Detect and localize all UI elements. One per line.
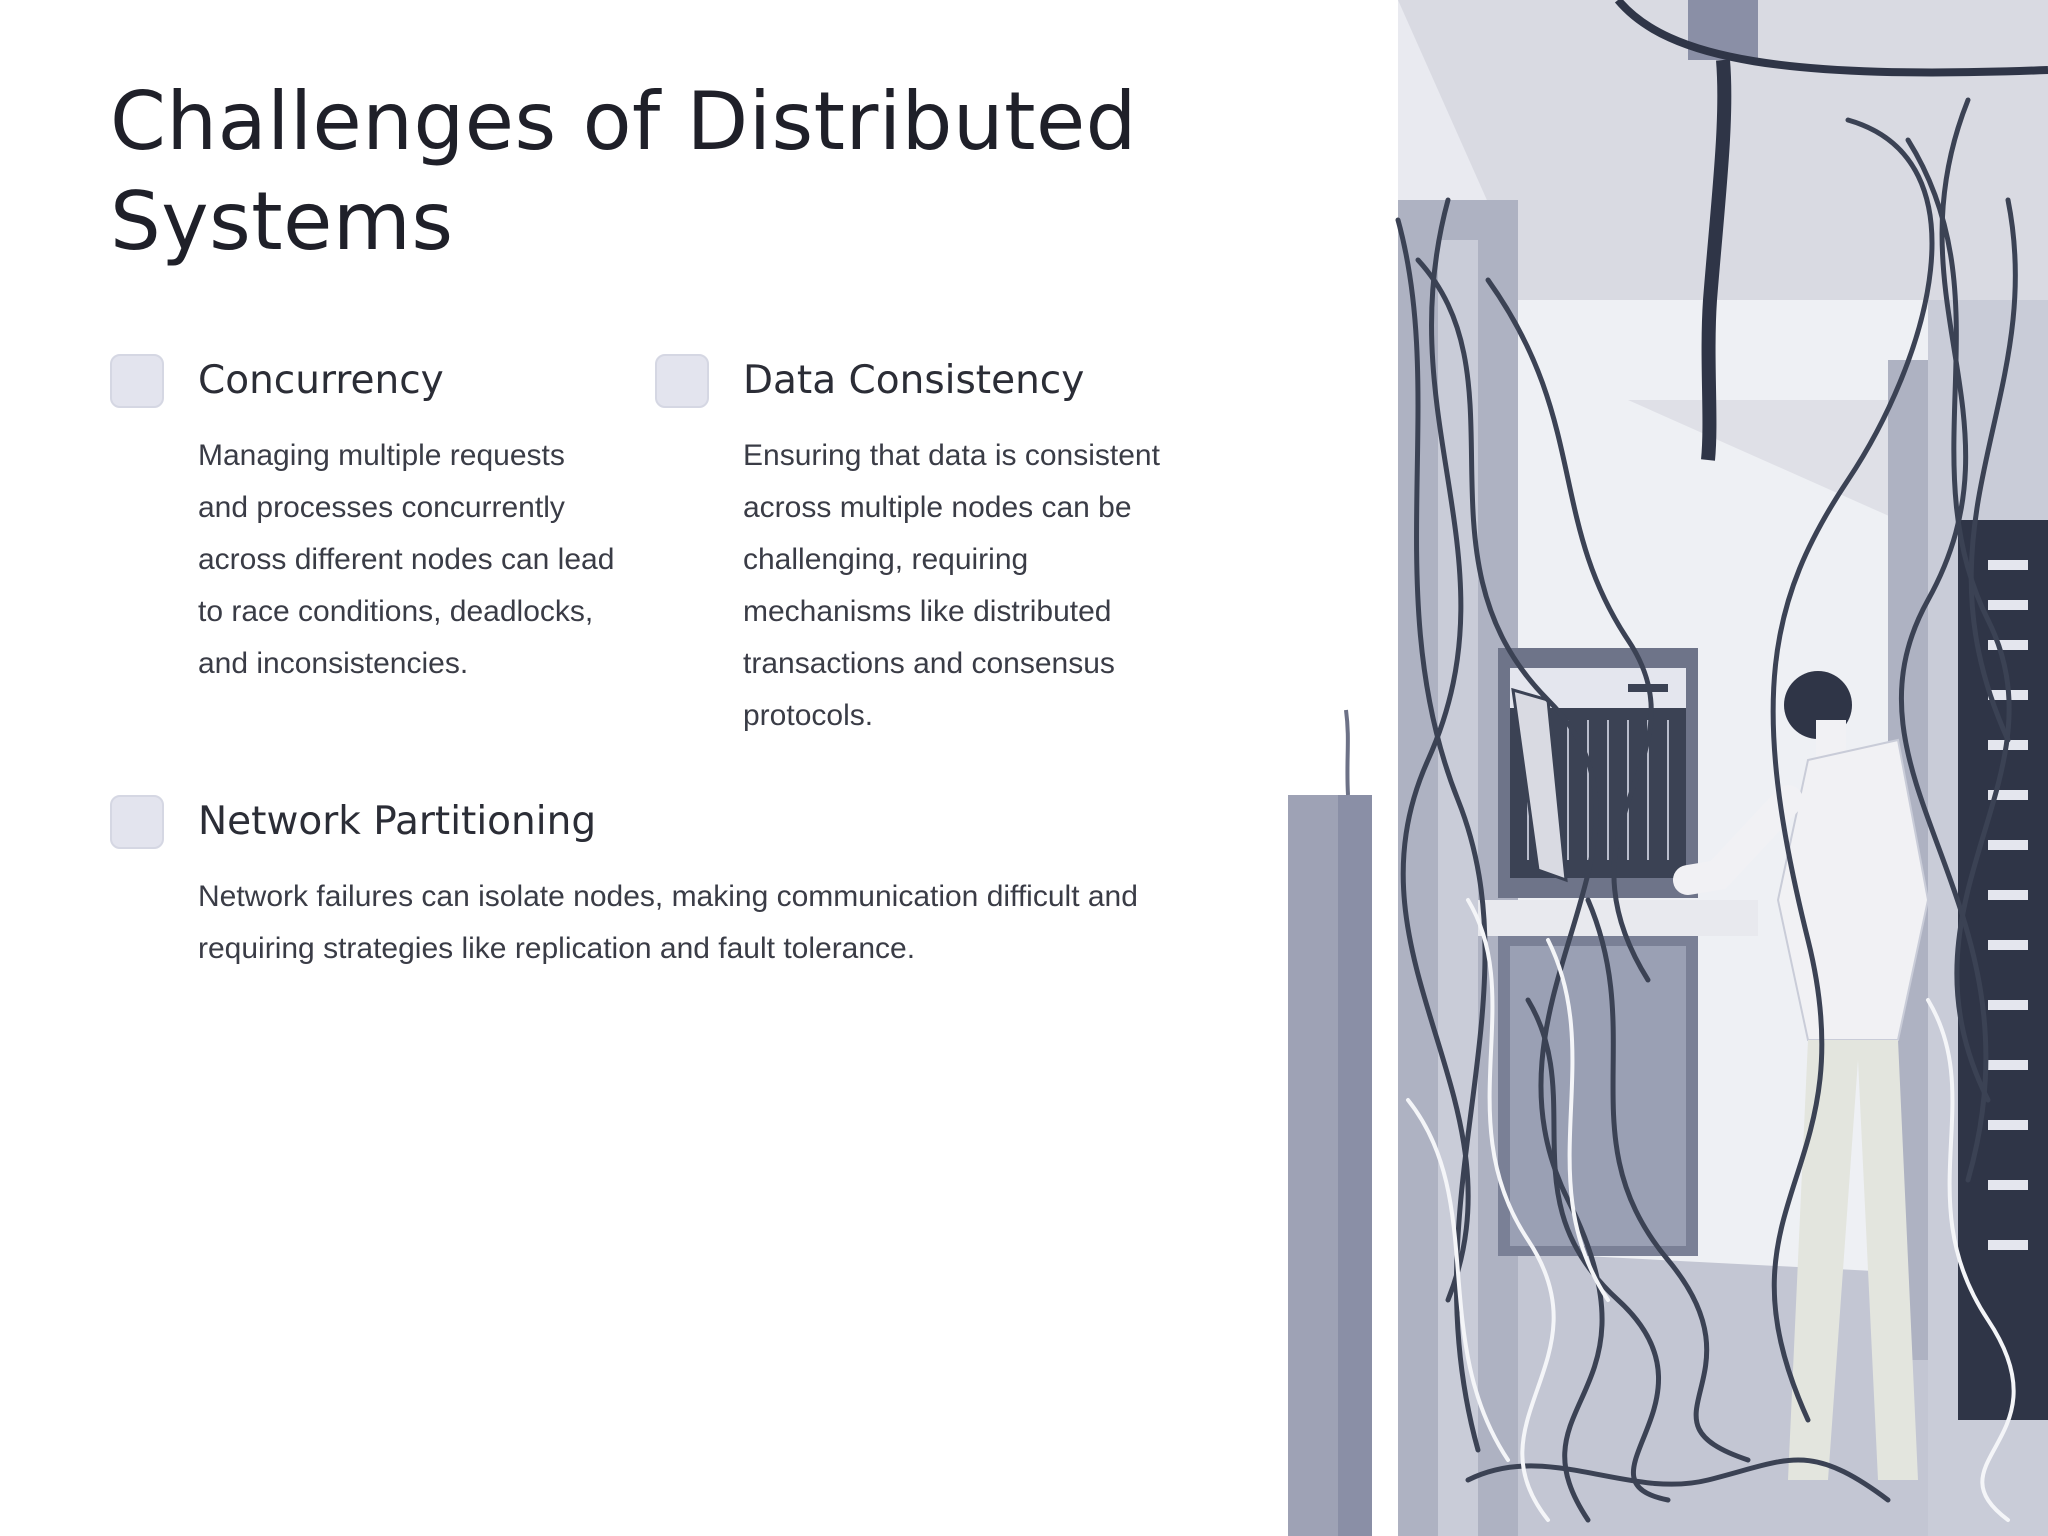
card-heading: Network Partitioning [198,799,597,844]
card-heading: Concurrency [198,358,444,403]
card-heading: Data Consistency [743,358,1085,403]
card-body: Network failures can isolate nodes, maki… [198,880,1138,965]
card-checkbox-icon [110,354,164,408]
card-checkbox-icon [110,795,164,849]
server-room-technician-illustration [1288,0,2048,1536]
slide-title: Challenges of Distributed Systems [110,75,1137,268]
card-checkbox-icon [655,354,709,408]
card-body: Managing multiple requests and processes… [198,439,615,680]
card-body: Ensuring that data is consistent across … [743,439,1160,732]
